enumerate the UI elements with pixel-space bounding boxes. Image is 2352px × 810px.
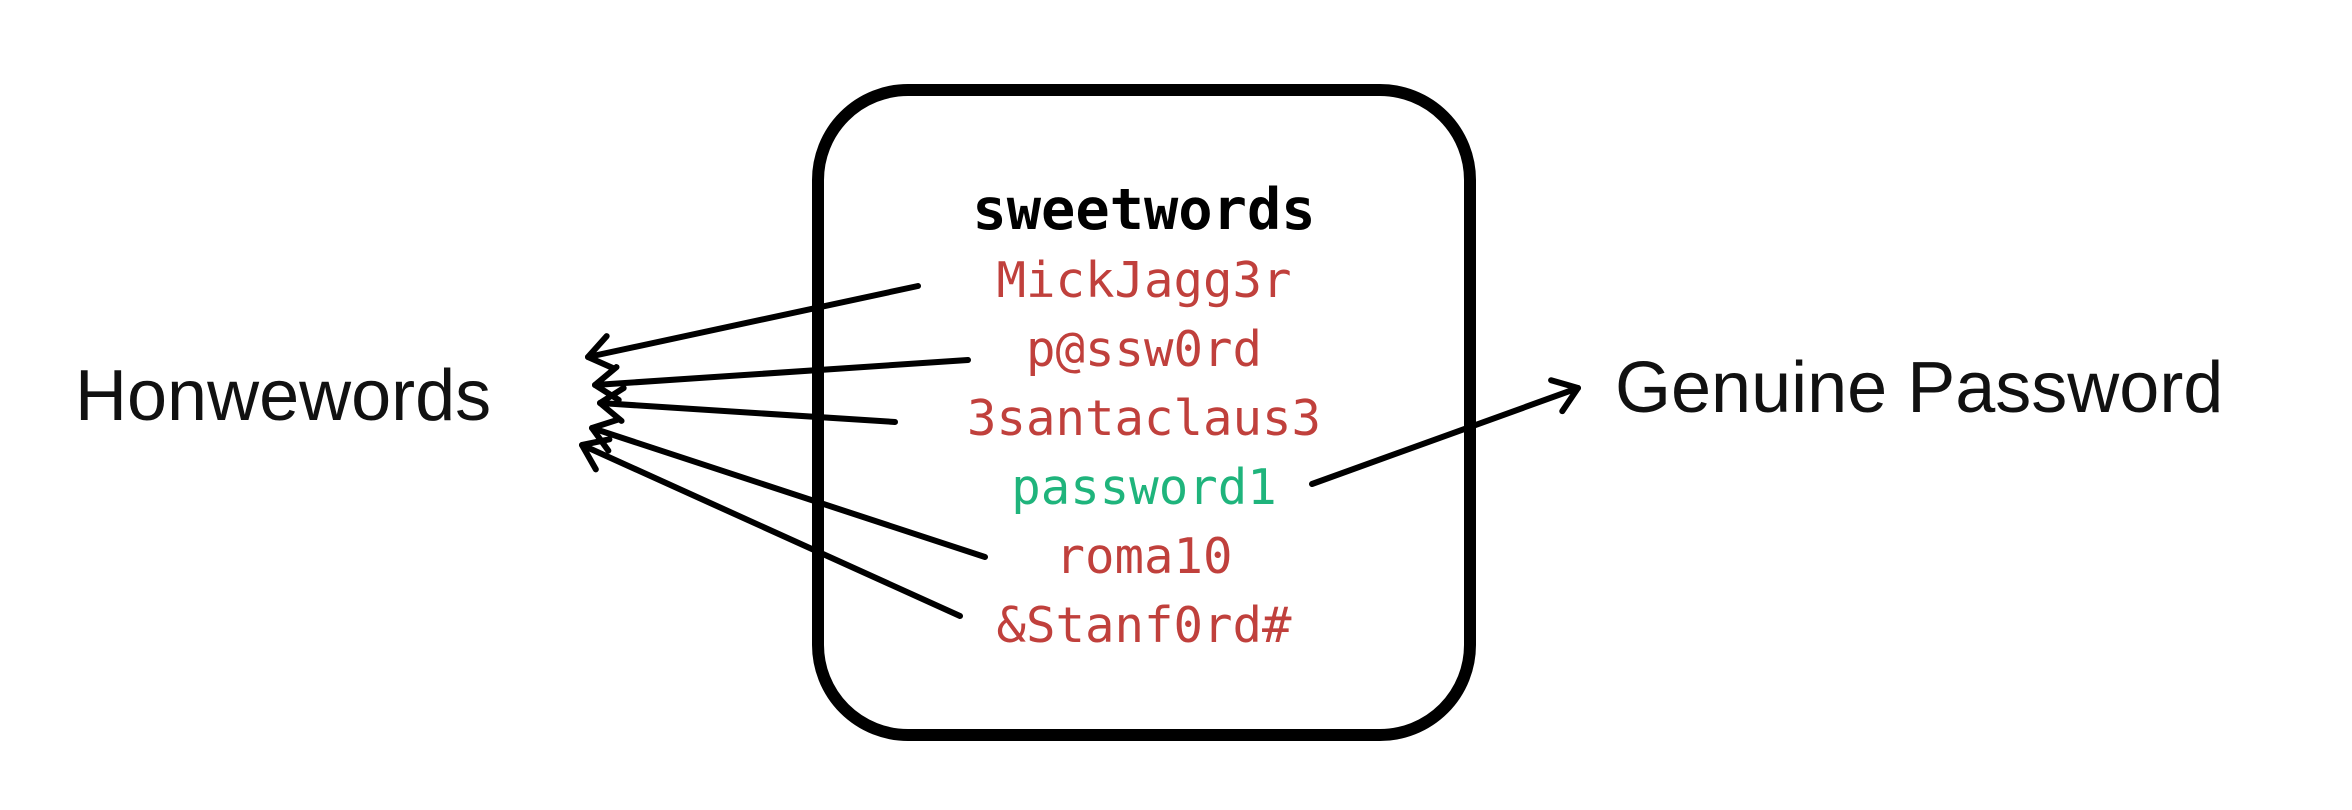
arrow-group (579, 283, 1581, 619)
sweetword-list: MickJagg3r p@ssw0rd 3santaclaus3 password1 r… (967, 252, 1321, 654)
honeywords-label: Honwewords (75, 356, 491, 436)
honeyword-arrow (592, 357, 971, 403)
honeyword-arrow (597, 385, 898, 425)
genuine-arrow (1309, 377, 1581, 487)
honeyword-item: 3santaclaus3 (967, 390, 1321, 447)
honeyword-item: p@ssw0rd (1026, 321, 1262, 378)
sweetwords-box (812, 84, 1476, 741)
honeyword-item: MickJagg3r (996, 252, 1291, 309)
honeyword-item: &Stanf0rd# (996, 597, 1292, 654)
honeyword-arrow (579, 436, 963, 619)
genuine-password-label: Genuine Password (1615, 348, 2223, 428)
honeyword-arrow (585, 283, 921, 372)
sweetwords-title: sweetwords (972, 177, 1315, 243)
genuine-word: password1 (1011, 459, 1277, 516)
honeyword-item: roma10 (1055, 528, 1232, 585)
